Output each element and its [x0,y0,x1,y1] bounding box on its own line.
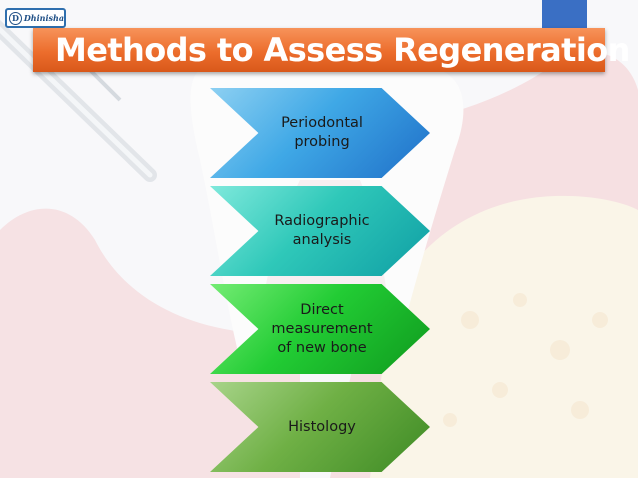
step-label: Radiographic analysis [274,213,370,248]
step-chevron-direct-measurement: Direct measurement of new bone [210,284,430,374]
accent-bar [542,0,587,30]
logo-mark: D [9,11,22,25]
step-chevron-periodontal-probing: Periodontal probing [210,88,430,178]
title-bar: Methods to Assess Regeneration [33,28,630,72]
logo-text: Dhinisha [23,13,64,23]
step-label: Histology [288,418,356,435]
logo: D Dhinisha [5,8,66,28]
step-chevron-radiographic-analysis: Radiographic analysis [210,186,430,276]
step-chevron-histology: Histology [210,382,430,472]
step-label: Direct measurement of new bone [271,301,373,356]
step-label: Periodontal probing [281,115,363,150]
slide-title: Methods to Assess Regeneration [55,31,630,69]
